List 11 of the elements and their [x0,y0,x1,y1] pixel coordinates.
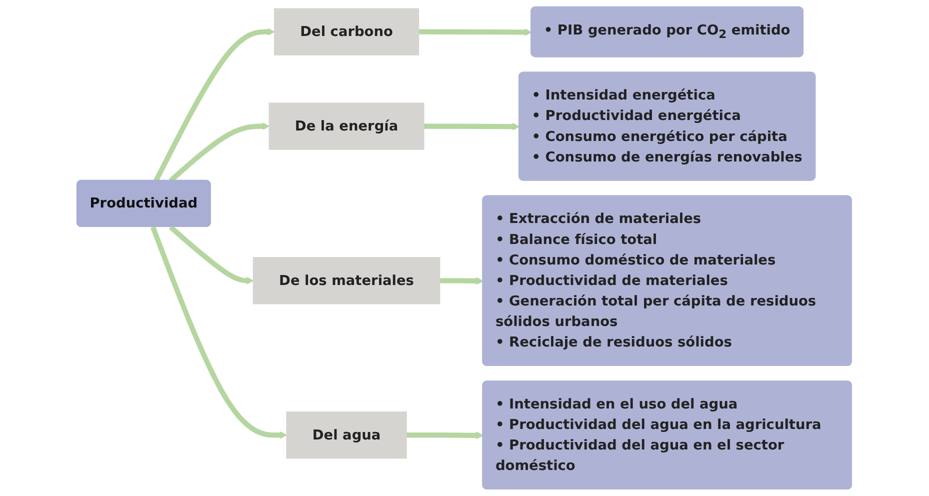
arrow [424,122,520,130]
arrow [169,225,254,284]
arrow [440,277,484,285]
arrow [418,28,532,36]
node-box: Del agua [286,411,408,459]
arrow [150,226,288,439]
node-box: Del carbono [274,8,420,56]
node-box: De la energía [269,102,425,150]
node-box: De los materiales [253,257,440,304]
arrow [154,28,276,182]
arrow [406,432,484,440]
